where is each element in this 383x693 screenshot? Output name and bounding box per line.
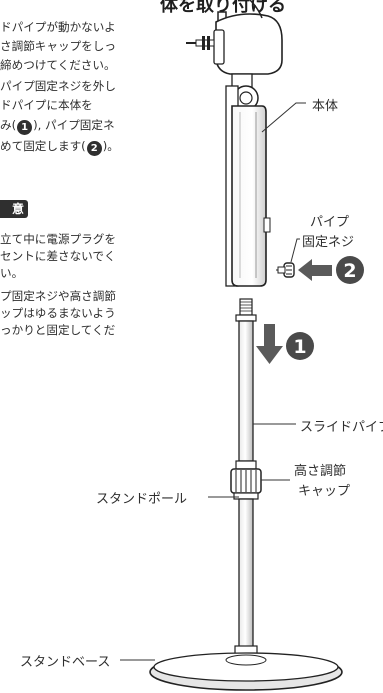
step-2-marker: 2 [336,256,364,284]
instruction-line: ドパイプが動かないよ [0,20,116,34]
label-slide-pipe: スライドパイプ [300,420,383,435]
instruction-line: み(1), パイプ固定ネ [0,116,115,135]
stand-base [149,652,343,691]
main-body [225,73,271,287]
label-height-cap-2: キャップ [298,484,351,499]
leader-lines [120,102,306,661]
caution-line: い。 [0,266,24,280]
step-number-badge: 1 [17,120,33,135]
caution-line: プ固定ネジや高さ調節 [0,289,116,303]
slide-pipe [235,298,257,462]
instruction-text: めて固定します( [0,139,86,153]
label-height-cap-1: 高さ調節 [294,464,347,479]
instruction-text: み( [0,118,17,132]
stand-pole [234,498,258,655]
label-body: 本体 [312,99,339,114]
arrow-down-icon [256,324,283,364]
caution-line: ップはゆるまないよう [0,306,116,320]
instruction-line: 締めつけてください。 [0,58,116,72]
instruction-line: さ調節キャップをしっ [0,39,116,53]
fan-head [186,0,283,75]
label-pipe-screw-2: 固定ネジ [302,235,355,250]
caution-line: 立て中に電源プラグを [0,232,116,246]
caution-line: っかりと固定してくだ [0,323,116,337]
instruction-line: めて固定します(2)。 [0,137,119,156]
step-1-number: 1 [293,336,306,358]
pipe-screw-leader [290,238,300,263]
step-2-number: 2 [343,260,356,282]
caution-tag: 意 [0,200,28,218]
height-cap [230,460,262,500]
caution-line: セントに差さないでく [0,249,116,263]
step-number-badge: 2 [86,141,102,156]
instruction-line: ドパイプに本体を [0,98,93,112]
instruction-text: ), パイプ固定ネ [33,118,115,132]
body-leader [261,102,306,133]
arrow-left-icon [298,259,332,281]
instruction-line: パイプ固定ネジを外し [0,79,116,93]
label-pipe-screw-1: パイプ [310,215,350,230]
instruction-text: )。 [102,139,119,153]
label-stand-pole: スタンドポール [96,492,188,507]
step-1-marker: 1 [286,332,314,360]
pipe-screw [276,262,295,278]
label-stand-base: スタンドベース [20,655,111,670]
